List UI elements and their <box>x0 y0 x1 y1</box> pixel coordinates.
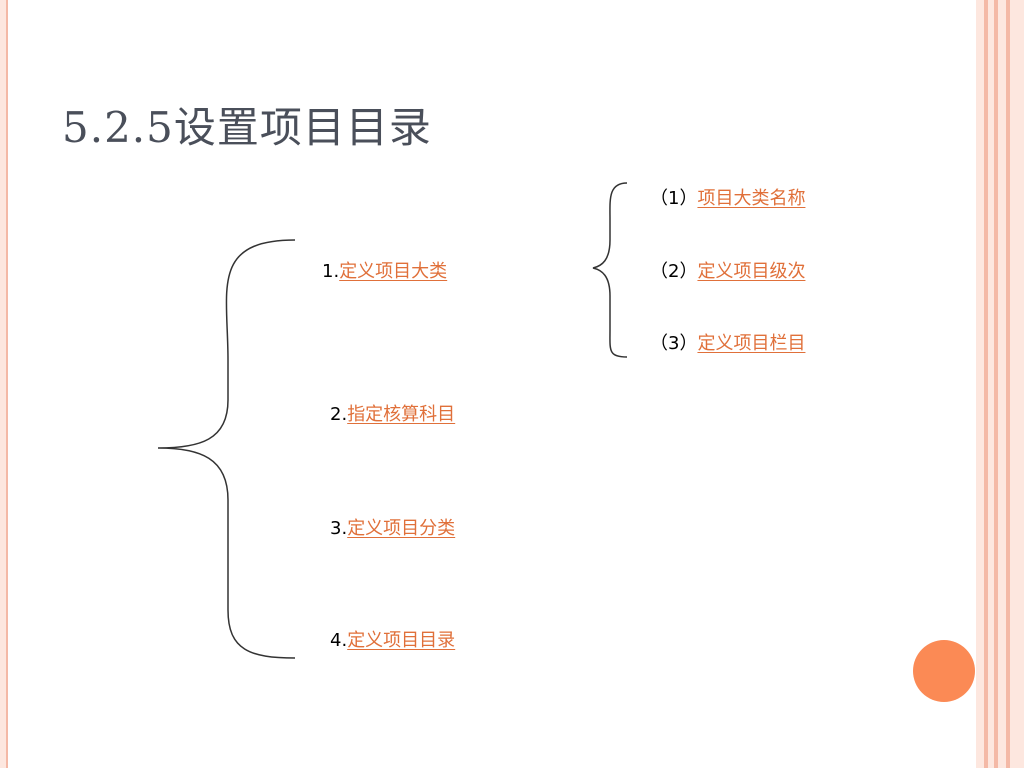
decorative-circle <box>913 640 975 702</box>
main-item-2: 2.指定核算科目 <box>330 400 455 426</box>
link-define-project-column[interactable]: 定义项目栏目 <box>697 333 806 354</box>
main-item-prefix: 1. <box>322 261 340 282</box>
sub-item-prefix: （1） <box>650 188 698 209</box>
page-title: 5.2.5设置项目目录 <box>62 103 432 152</box>
sub-item-prefix: （3） <box>650 333 698 354</box>
main-item-prefix: 3. <box>330 518 348 539</box>
link-define-project-level[interactable]: 定义项目级次 <box>697 261 806 282</box>
right-border-decoration <box>976 0 1024 768</box>
left-border-decoration <box>0 0 8 768</box>
sub-item-prefix: （2） <box>650 261 698 282</box>
main-brace <box>157 239 296 659</box>
main-item-3: 3.定义项目分类 <box>330 514 455 540</box>
border-stripe <box>984 0 988 768</box>
border-stripe <box>1006 0 1010 768</box>
main-item-prefix: 2. <box>330 404 348 425</box>
sub-item-2: （2）定义项目级次 <box>650 257 805 283</box>
border-stripe <box>998 0 1006 768</box>
link-project-category-name[interactable]: 项目大类名称 <box>697 188 806 209</box>
sub-item-1: （1）项目大类名称 <box>650 184 805 210</box>
border-stripe <box>994 0 998 768</box>
main-item-1: 1.定义项目大类 <box>322 257 447 283</box>
link-define-project-classification[interactable]: 定义项目分类 <box>347 518 456 539</box>
link-define-project-category[interactable]: 定义项目大类 <box>339 261 448 282</box>
sub-brace <box>592 182 628 358</box>
border-stripe <box>976 0 984 768</box>
link-define-project-directory[interactable]: 定义项目目录 <box>347 630 456 651</box>
border-stripe <box>988 0 994 768</box>
link-specify-accounting-subject[interactable]: 指定核算科目 <box>347 404 456 425</box>
sub-item-3: （3）定义项目栏目 <box>650 329 805 355</box>
main-item-4: 4.定义项目目录 <box>330 626 455 652</box>
main-item-prefix: 4. <box>330 630 348 651</box>
border-stripe <box>1010 0 1024 768</box>
